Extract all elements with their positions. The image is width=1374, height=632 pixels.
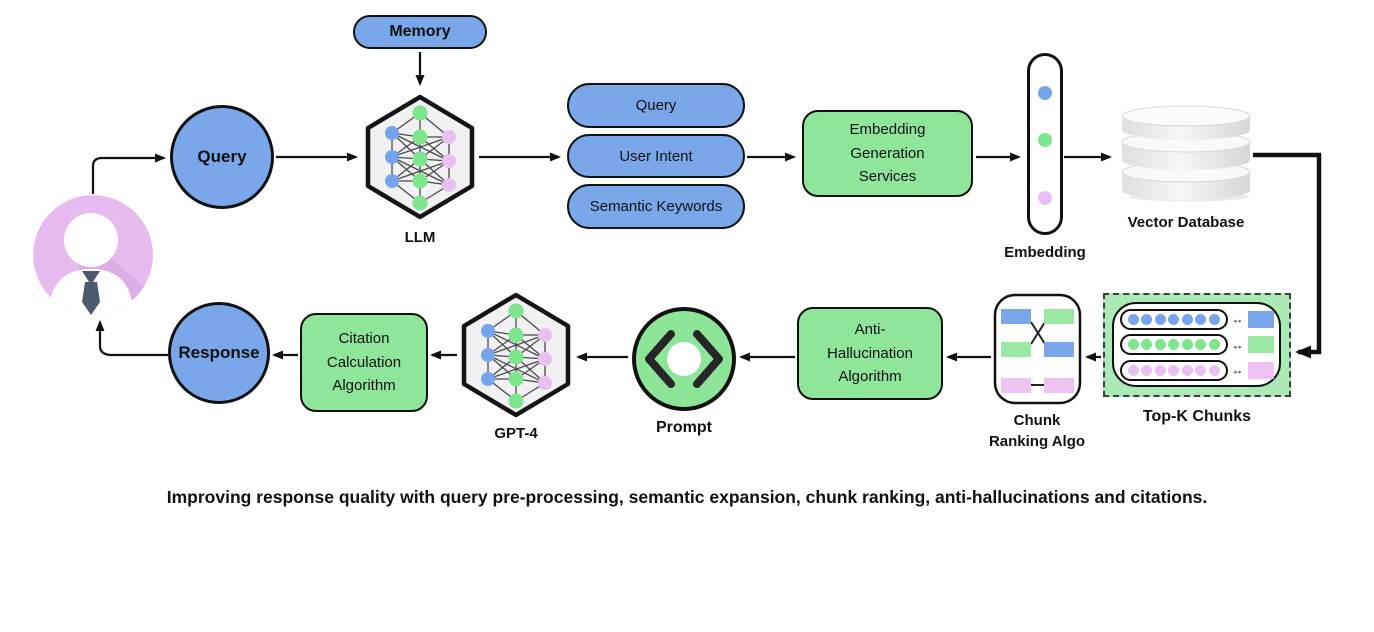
embedding-generation-services-node: Embedding Generation Services (802, 110, 973, 197)
embedding-service-line2: Generation (850, 144, 925, 162)
expansion-pill-semantic-keywords-label: Semantic Keywords (589, 198, 723, 215)
expansion-pill-semantic-keywords: Semantic Keywords (567, 184, 745, 229)
topk-chunks-list: ↔ ↔ ↔ (1112, 302, 1281, 387)
llm-network-icon (365, 94, 475, 220)
anti-hallucination-line1: Anti- (854, 320, 886, 338)
expansion-pill-query: Query (567, 83, 745, 128)
chunk-chip-green (1247, 336, 1274, 353)
topk-chunks-label: Top-K Chunks (1142, 408, 1252, 425)
left-right-arrow-icon: ↔ (1231, 312, 1244, 326)
embedding-dot-blue (1038, 86, 1052, 100)
prompt-label: Prompt (656, 419, 712, 436)
topk-row-blue: ↔ (1119, 308, 1274, 330)
response-label: Response (178, 343, 260, 362)
memory-node: Memory (353, 15, 487, 49)
query-node: Query (170, 105, 274, 209)
embedding-dot-pink (1038, 191, 1052, 205)
query-label: Query (197, 147, 247, 166)
expansion-pill-user-intent-label: User Intent (619, 147, 693, 165)
embedding-dot-green (1038, 133, 1052, 147)
embedding-label: Embedding (1004, 244, 1086, 261)
prompt-icon (632, 307, 736, 411)
chunk-ranking-label-line2: Ranking Algo (988, 433, 1086, 450)
response-node: Response (168, 302, 270, 404)
citation-line3: Algorithm (332, 377, 396, 395)
embedding-vector-icon (1027, 53, 1063, 235)
vector-database-icon (1121, 105, 1251, 202)
topk-pill-green (1119, 334, 1228, 355)
left-right-arrow-icon: ↔ (1231, 337, 1244, 352)
topk-row-pink: ↔ (1119, 359, 1274, 381)
topk-row-green: ↔ (1119, 334, 1274, 355)
embedding-service-line3: Services (858, 168, 917, 186)
left-right-arrow-icon: ↔ (1231, 363, 1244, 377)
memory-label: Memory (389, 23, 451, 40)
anti-hallucination-node: Anti- Hallucination Algorithm (797, 307, 943, 400)
topk-pill-blue (1119, 308, 1228, 330)
topk-chunks-node: ↔ ↔ ↔ (1103, 293, 1291, 397)
gpt4-label: GPT-4 (494, 425, 538, 442)
citation-line2: Calculation (326, 353, 402, 371)
llm-label: LLM (404, 229, 436, 246)
citation-line1: Citation (338, 329, 390, 347)
citation-calculation-node: Citation Calculation Algorithm (300, 313, 428, 412)
topk-pill-pink (1119, 359, 1228, 381)
expansion-pill-user-intent: User Intent (567, 134, 745, 178)
user-icon (33, 195, 153, 315)
chunk-chip-blue (1247, 310, 1274, 328)
embedding-service-line1: Embedding (849, 120, 926, 138)
diagram-caption: Improving response quality with query pr… (166, 487, 1208, 507)
chunk-ranking-label-line1: Chunk (1013, 412, 1061, 429)
vector-database-label: Vector Database (1127, 214, 1245, 231)
anti-hallucination-line2: Hallucination (827, 344, 913, 362)
chunk-ranking-icon (993, 293, 1082, 405)
gpt4-network-icon (461, 292, 571, 418)
expansion-pill-query-label: Query (635, 97, 677, 114)
chunk-chip-pink (1247, 361, 1274, 379)
anti-hallucination-line3: Algorithm (838, 368, 902, 386)
